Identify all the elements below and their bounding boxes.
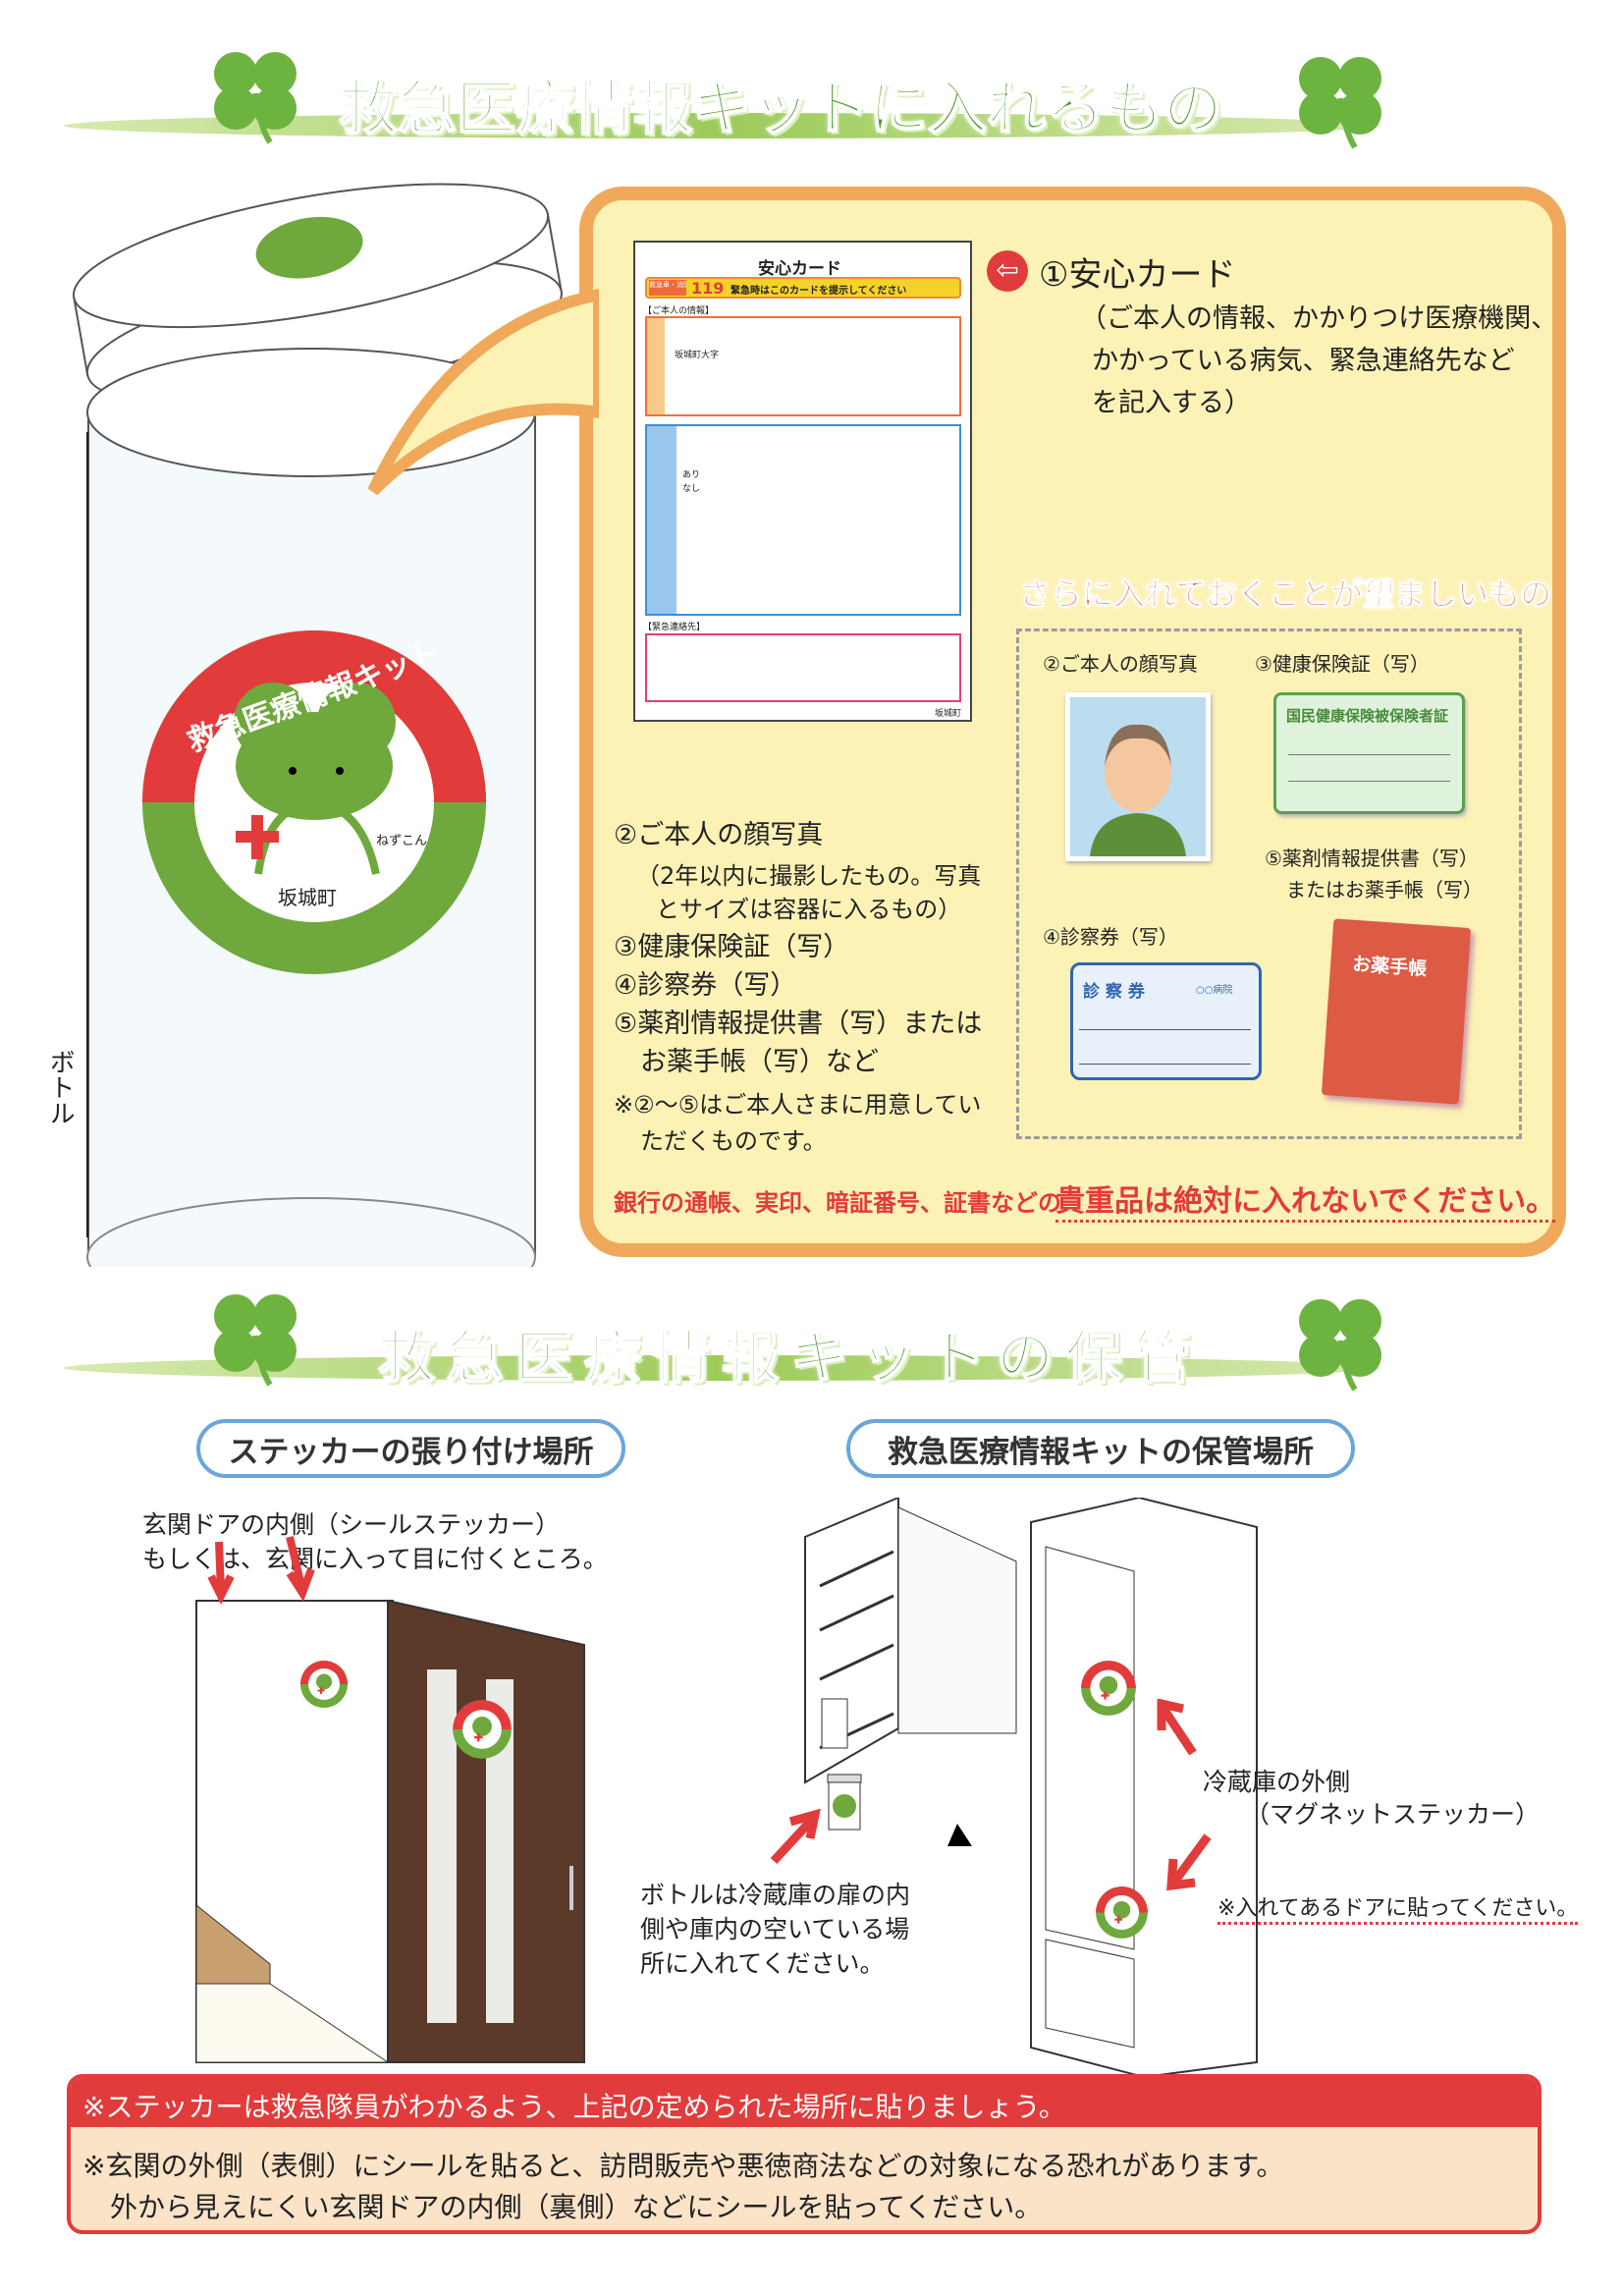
bottle-note: 所に入れてください。	[640, 1949, 885, 1978]
valuables-warning-prefix: 銀行の通帳、実印、暗証番号、証書などの	[614, 1189, 1061, 1217]
medicine-info-label: ⑤薬剤情報提供書（写）	[1265, 847, 1479, 870]
footer-notice: ※ステッカーは救急隊員がわかるよう、上記の定められた場所に貼りましょう。 ※玄関…	[67, 2074, 1542, 2234]
exam-ticket-icon: 診 察 券 ○○病院	[1070, 962, 1262, 1080]
card-contact-label: 【緊急連絡先】	[643, 623, 706, 632]
footer-line1: ※ステッカーは救急隊員がわかるよう、上記の定められた場所に貼りましょう。	[82, 2091, 1066, 2123]
card-emergency-label: 救急車・消防 通報先は	[649, 280, 686, 296]
fridge-outside-label: （マグネットステッカー）	[1245, 1800, 1541, 1829]
clover-icon	[201, 1282, 309, 1390]
card-address: 坂城町大字	[675, 351, 720, 360]
anshin-card-image: 安心カード 救急車・消防 通報先は 119 緊急時はこのカードを提示してください…	[633, 241, 972, 722]
face-photo-icon	[1065, 692, 1211, 861]
card-personal-box: 坂城町大字	[645, 316, 961, 416]
desirable-items-box	[1016, 629, 1522, 1139]
item1-desc: を記入する）	[1092, 388, 1251, 418]
list-item: ②ご本人の顔写真	[614, 820, 824, 850]
footer-line2: ※玄関の外側（表側）にシールを貼ると、訪問販売や悪徳商法などの対象になる恐れがあ…	[82, 2150, 1284, 2182]
exam-ticket-hospital: ○○病院	[1196, 985, 1233, 996]
clover-icon	[1286, 1286, 1394, 1394]
insurance-card-icon: 国民健康保険被保険者証	[1273, 692, 1465, 814]
card-emergency-number: 119	[691, 279, 725, 298]
desirable-heading: さらに入れておくことが望ましいもの	[1018, 575, 1552, 614]
insurance-label: ③健康保険証（写）	[1255, 652, 1430, 676]
door-note: 玄関ドアの内側（シールステッカー）	[142, 1510, 561, 1539]
bottle-note: 側や庫内の空いている場	[640, 1915, 910, 1943]
sticker-place-label: ステッカーの張り付け場所	[196, 1419, 625, 1478]
medicine-notebook-icon: お薬手帳	[1321, 918, 1472, 1105]
door-sticker-icon	[453, 1700, 512, 1759]
storage-place-label: 救急医療情報キットの保管場所	[846, 1419, 1355, 1478]
fridge-drawer-sticker-icon	[1096, 1886, 1148, 1939]
notebook-label: お薬手帳	[1351, 953, 1428, 981]
speech-tail	[367, 288, 599, 496]
red-arrow-icon	[770, 1808, 821, 1865]
entrance-door-illustration	[195, 1536, 585, 2063]
item1-title: ①安心カード	[1039, 255, 1236, 295]
card-section-label: 【ご本人の情報】	[643, 306, 715, 316]
insurance-card-text: 国民健康保険被保険者証	[1286, 707, 1449, 725]
card-lines	[1288, 754, 1450, 782]
exam-ticket-card-text: 診 察 券	[1083, 982, 1145, 1002]
town-name: 坂城町	[278, 886, 337, 909]
card-title: 安心カード	[758, 259, 841, 279]
item1-desc: かかっている病気、緊急連絡先など	[1092, 346, 1515, 376]
item1-desc: （ご本人の情報、かかりつけ医療機関、	[1080, 303, 1558, 334]
red-arrow-icon	[1166, 1833, 1212, 1890]
list-item: ※②～⑤はご本人さまに用意してい	[614, 1091, 982, 1119]
medicine-info-label: またはお薬手帳（写）	[1286, 878, 1483, 902]
refrigerator-illustration	[804, 1498, 1258, 2077]
card-contact-box	[645, 633, 961, 702]
red-arrow-icon	[1157, 1699, 1197, 1756]
bottle-note: ボトルは冷蔵庫の扉の内	[640, 1881, 911, 1909]
valuables-warning-emphasis: 貴重品は絶対に入れないでください。	[1055, 1176, 1556, 1223]
card-issuer: 坂城町	[935, 709, 962, 719]
list-item: ④診察券（写）	[614, 970, 797, 1001]
exam-ticket-label: ④診察券（写）	[1043, 925, 1178, 949]
list-item: （2年以内に撮影したもの。写真	[636, 862, 982, 890]
fridge-door-sticker-icon	[1081, 1661, 1136, 1716]
footer-header-bar	[71, 2078, 1538, 2127]
wall-sticker-icon	[300, 1661, 348, 1708]
clover-icon	[1286, 44, 1394, 152]
bottle-in-fridge-icon	[827, 1774, 862, 1831]
bottle-label-line	[86, 432, 88, 1237]
bottle-label: ボトル	[45, 1049, 75, 1125]
clover-icon	[201, 39, 309, 147]
card-lines	[1079, 1029, 1251, 1065]
footer-line3: 外から見えにくい玄関ドアの内側（裏側）などにシールを貼ってください。	[110, 2191, 1043, 2223]
mascot-name: ねずこん	[376, 834, 428, 848]
list-item: とサイズは容器に入るもの）	[656, 896, 962, 923]
bottle-sticker: 救急医療情報キット ねずこん 坂城町	[140, 629, 488, 976]
fridge-door-note: ※入れてあるドアに貼ってください。	[1217, 1890, 1579, 1925]
card-emergency-bar: 救急車・消防 通報先は 119 緊急時はこのカードを提示してください	[645, 277, 961, 299]
card-emergency-note: 緊急時はこのカードを提示してください	[730, 286, 907, 297]
list-item: ただくものです。	[640, 1127, 827, 1155]
list-item: ⑤薬剤情報提供書（写）または	[614, 1009, 983, 1039]
card-allergy-yes: あり	[682, 470, 701, 480]
list-item: お薬手帳（写）など	[640, 1047, 879, 1077]
photo-label: ②ご本人の顔写真	[1043, 652, 1198, 676]
card-allergy-no: なし	[682, 484, 701, 494]
section-title-contents: 救急医療情報キットに入れるもの	[338, 74, 1223, 144]
fridge-outside-label: 冷蔵庫の外側	[1203, 1768, 1351, 1796]
section-title-storage: 救急医療情報キットの保管	[377, 1323, 1204, 1392]
card-medical-box: あり なし	[645, 424, 961, 616]
arrow-left-icon: ⇦	[987, 250, 1028, 292]
list-item: ③健康保険証（写）	[614, 932, 850, 962]
nezukon-mascot-icon	[142, 630, 486, 974]
